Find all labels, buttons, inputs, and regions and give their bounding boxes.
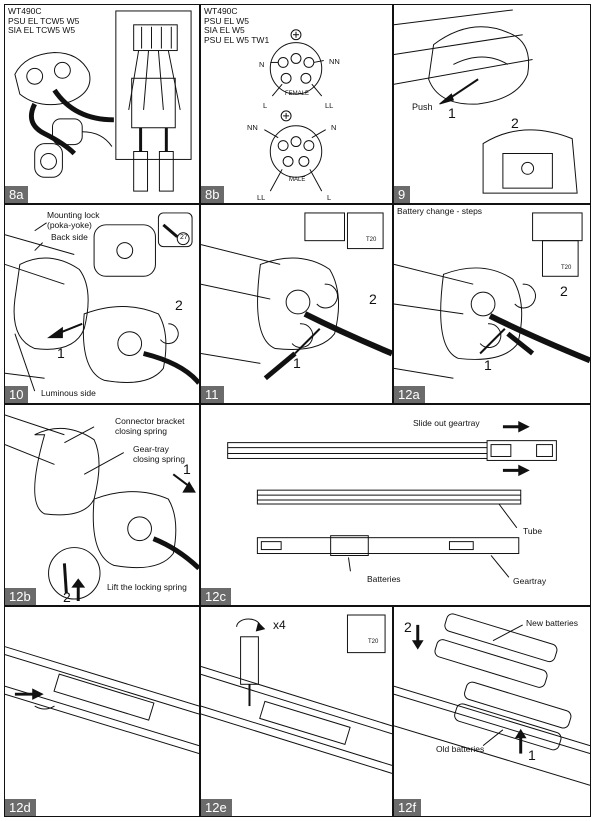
step-1-number: 1 — [448, 105, 456, 121]
step-2-number: 2 — [63, 589, 71, 605]
slide-out-label: Slide out geartray — [413, 418, 480, 428]
female-label: FEMALE — [285, 91, 310, 97]
pin-diagram-illustration — [264, 29, 326, 192]
step-1-number: 1 — [183, 461, 191, 477]
female-pin-l: L — [263, 101, 268, 110]
panel-badge: 8b — [201, 186, 225, 203]
step-1-number: 1 — [484, 357, 492, 373]
gear-tray-spring-label: Gear-tray closing spring — [133, 444, 185, 464]
panel-header: Battery change - steps — [397, 206, 483, 216]
panel-badge: 9 — [394, 186, 411, 203]
step-1-number: 1 — [293, 355, 301, 371]
wrench-size-label: 27 — [180, 234, 188, 241]
screw-unfasten-illustration — [201, 614, 392, 774]
panel-badge: 11 — [201, 386, 224, 403]
male-pin-ll: LL — [257, 193, 266, 202]
geartray-out-illustration — [5, 646, 199, 755]
torx-size-label: T20 — [368, 639, 379, 645]
panel-12e: x4 T20 12e — [200, 606, 393, 817]
lift-spring-label: Lift the locking spring — [107, 582, 187, 592]
connector-wiring-illustration — [14, 10, 192, 192]
step-2-number: 2 — [369, 291, 377, 307]
female-pin-nn: NN — [329, 57, 340, 66]
new-batteries-label: New batteries — [526, 618, 578, 628]
male-pin-nn: NN — [247, 123, 258, 132]
panel-badge: 12a — [394, 386, 425, 403]
mounting-lock-label: Mounting lock (poka-yoke) — [47, 210, 100, 230]
battery-change-illustration — [394, 212, 590, 379]
panel-badge: 10 — [5, 386, 29, 403]
panel-badge: 12c — [201, 588, 231, 605]
panel-12d: 12d — [4, 606, 200, 817]
panel-8a: WT490C PSU EL TCW5 W5 SIA EL TCW5 W5 8a — [4, 4, 200, 204]
male-label: MALE — [289, 177, 306, 183]
step-2-number: 2 — [175, 297, 183, 313]
screwdriver-unscrew-illustration — [201, 212, 392, 381]
step-1-number: 1 — [57, 345, 65, 361]
step-2-number: 2 — [511, 115, 519, 131]
repeat-count-label: x4 — [273, 618, 286, 632]
luminous-side-label: Luminous side — [41, 388, 96, 398]
panel-12b: Connector bracket closing spring Gear-tr… — [4, 404, 200, 606]
panel-badge: 12d — [5, 799, 36, 816]
batteries-label: Batteries — [367, 574, 401, 584]
panel-12c: Slide out geartray Tube Batteries Geartr… — [200, 404, 591, 606]
old-batteries-label: Old batteries — [436, 744, 485, 754]
panel-badge: 12e — [201, 799, 232, 816]
panel-badge: 12f — [394, 799, 422, 816]
male-pin-n: N — [331, 123, 337, 132]
panel-header: WT490C PSU EL TCW5 W5 SIA EL TCW5 W5 — [8, 6, 80, 35]
panel-8b: WT490C PSU EL W5 SIA EL W5 PSU EL W5 TW1… — [200, 4, 393, 204]
torx-size-label: T20 — [366, 237, 377, 243]
battery-replacement-illustration — [394, 613, 590, 786]
panel-header: WT490C PSU EL W5 SIA EL W5 PSU EL W5 TW1 — [204, 6, 270, 45]
connector-bracket-spring-label: Connector bracket closing spring — [115, 416, 185, 436]
panel-12f: New batteries Old batteries 1 2 12f — [393, 606, 591, 817]
panel-10: Mounting lock (poka-yoke) Back side Lumi… — [4, 204, 200, 404]
torx-size-label: T20 — [561, 265, 572, 271]
male-pin-l: L — [327, 193, 332, 202]
female-pin-ll: LL — [325, 101, 334, 110]
panel-badge: 8a — [5, 186, 29, 203]
back-side-label: Back side — [51, 232, 88, 242]
geartray-label: Geartray — [513, 576, 547, 586]
spring-release-illustration — [5, 414, 199, 602]
housing-open-illustration — [394, 9, 578, 194]
housing-cap-removal-illustration — [5, 212, 199, 392]
step-1-number: 1 — [528, 747, 536, 763]
tube-label: Tube — [523, 526, 543, 536]
step-2-number: 2 — [560, 283, 568, 299]
panel-9: Push 1 2 9 — [393, 4, 591, 204]
panel-12a: Battery change - steps 1 2 T20 12a — [393, 204, 591, 404]
step-2-number: 2 — [404, 619, 412, 635]
panel-badge: 12b — [5, 588, 36, 605]
panel-11: 1 2 T20 11 — [200, 204, 393, 404]
push-label: Push — [412, 102, 433, 112]
female-pin-n: N — [259, 60, 265, 69]
geartray-slide-out-illustration — [227, 421, 557, 578]
